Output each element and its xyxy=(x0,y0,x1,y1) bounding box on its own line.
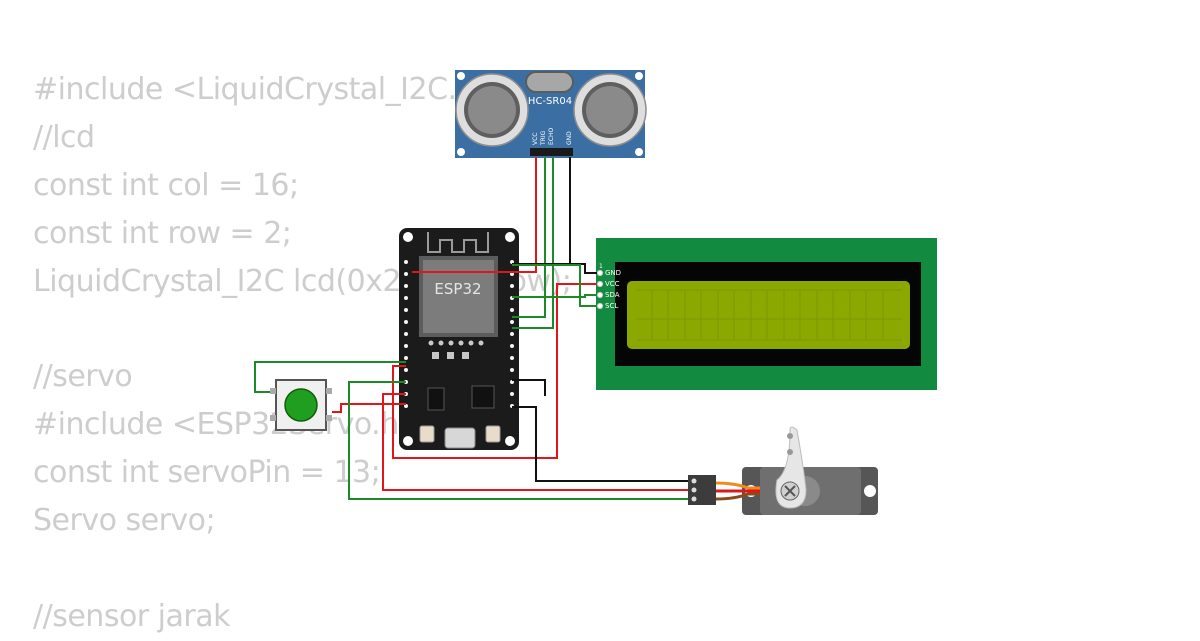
wire-sensor-vcc xyxy=(412,157,537,273)
code-line: const int servoPin = 13; xyxy=(33,455,381,491)
sensor-transducer-left xyxy=(455,73,529,147)
lcd-pin-header xyxy=(596,269,604,310)
pushbutton-cap xyxy=(284,388,318,422)
code-line: #include <LiquidCrystal_I2C.h> xyxy=(33,72,500,107)
pushbutton[interactable] xyxy=(270,379,332,431)
lcd-screen xyxy=(627,281,910,349)
esp32-module-castellations xyxy=(428,340,484,346)
sensor-crystal xyxy=(525,71,574,93)
esp32-boot-button[interactable] xyxy=(419,425,435,443)
sensor-pin-header xyxy=(530,148,573,156)
sensor-pin-trig-label: TRIG xyxy=(540,130,547,146)
esp32-regulator xyxy=(427,387,445,411)
lcd-pin-scl-label: SCL xyxy=(605,302,618,310)
wire-servo-signal xyxy=(348,381,688,500)
code-line: const int col = 16; xyxy=(33,167,299,203)
code-line: Servo servo; xyxy=(33,503,216,539)
wire-button-power xyxy=(332,403,406,413)
esp32-right-pins xyxy=(510,260,514,408)
code-line: //lcd xyxy=(33,119,95,155)
wire-lcd-sda xyxy=(512,294,597,298)
wire-servo-gnd xyxy=(512,406,688,482)
esp32-antenna xyxy=(427,232,489,253)
sensor-pin-echo-label: ECHO xyxy=(548,128,555,145)
esp32-board[interactable]: ESP32 xyxy=(399,228,519,450)
wire-lcd-scl xyxy=(512,264,597,307)
esp32-usb-chip xyxy=(471,385,495,409)
wire-sensor-trig xyxy=(512,157,546,318)
lcd-pin-vcc-label: VCC xyxy=(605,280,620,288)
sensor-model-label: HC-SR04 xyxy=(528,96,572,107)
lcd-pin-gnd-label: GND xyxy=(605,269,621,277)
esp32-usb-port xyxy=(444,427,476,449)
code-line: const int row = 2; xyxy=(33,215,292,251)
wire-sensor-gnd xyxy=(512,157,571,265)
esp32-reset-button[interactable] xyxy=(485,425,501,443)
code-line: //sensor jarak xyxy=(33,598,230,634)
esp32-label: ESP32 xyxy=(434,280,481,298)
wire-sensor-echo xyxy=(512,157,554,329)
lcd-pin-sda-label: SDA xyxy=(605,291,620,299)
code-line: //servo xyxy=(33,359,133,395)
sensor-transducer-right xyxy=(573,73,647,147)
wire-lcd-vcc xyxy=(392,283,597,459)
sensor-pin-gnd-label: GND xyxy=(566,131,573,145)
servo-motor[interactable] xyxy=(688,426,878,515)
sensor-pin-vcc-label: VCC xyxy=(532,133,539,145)
lcd-pin-one-label: 1 xyxy=(599,263,603,270)
lcd-display[interactable]: 1 GND VCC SDA SCL xyxy=(596,238,937,390)
wire-button-signal xyxy=(254,361,406,385)
wire-servo-vcc xyxy=(382,393,688,491)
lcd-character-grid xyxy=(636,289,902,341)
wires xyxy=(254,157,688,500)
ultrasonic-sensor[interactable]: HC-SR04 VCC TRIG ECHO GND xyxy=(455,70,647,158)
